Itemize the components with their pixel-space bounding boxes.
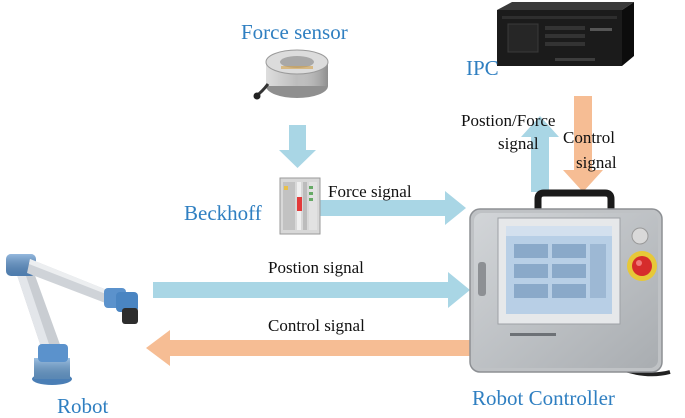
force-sensor-image <box>253 49 329 100</box>
arrow-control-signal-robot <box>146 330 470 366</box>
position-force-signal-label-line2: signal <box>498 134 539 153</box>
position-force-signal-label-line1: Postion/Force <box>461 111 555 130</box>
control-signal-robot-label: Control signal <box>268 316 365 335</box>
arrow-position-force-signal <box>521 116 559 192</box>
position-signal-label: Postion signal <box>268 258 364 277</box>
ipc-label: IPC <box>466 56 499 80</box>
beckhoff-label: Beckhoff <box>184 201 262 225</box>
arrow-force-signal <box>318 191 466 225</box>
control-signal-ipc-label-line1: Control <box>563 128 615 147</box>
arrow-control-signal-ipc <box>563 96 603 192</box>
arrow-position-signal <box>153 272 470 308</box>
control-signal-ipc-label-line2: signal <box>576 153 617 172</box>
beckhoff-image <box>279 177 321 235</box>
force-signal-label: Force signal <box>328 182 412 201</box>
ipc-image <box>497 2 634 66</box>
arrow-sensor-to-beckhoff <box>279 125 316 168</box>
robot-label: Robot <box>57 394 109 418</box>
robot-arm-image <box>6 254 138 385</box>
robot-controller-image <box>469 189 671 377</box>
robot-controller-label: Robot Controller <box>472 386 615 410</box>
force-sensor-label: Force sensor <box>241 20 348 44</box>
